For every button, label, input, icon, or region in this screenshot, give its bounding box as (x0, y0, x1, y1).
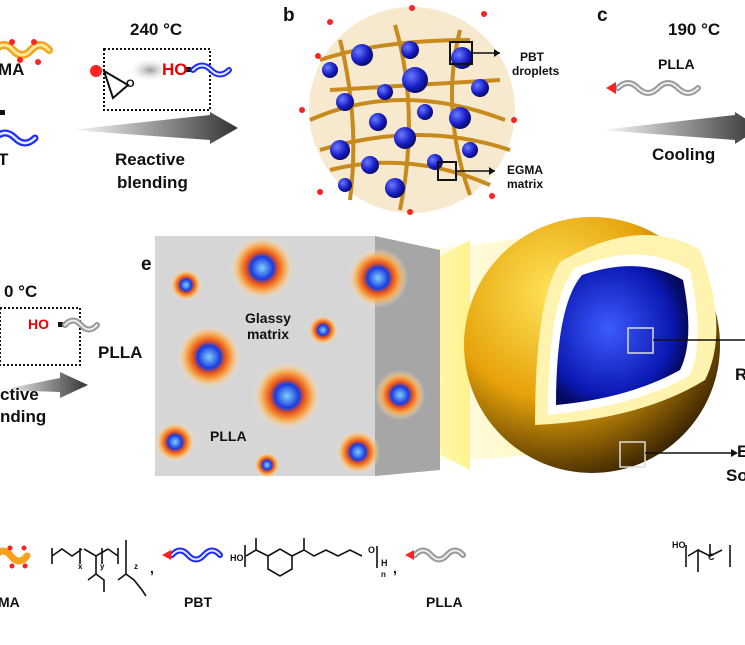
pbt-droplets-line1: PBT (520, 50, 544, 64)
temperature-190: 190 °C (668, 20, 721, 39)
blending-label-d: nding (0, 407, 47, 426)
core-shell-particle (464, 217, 745, 473)
panel-label-b: b (283, 5, 295, 26)
plla-label-d: PLLA (98, 343, 143, 362)
pbt-structure (244, 538, 378, 577)
plla-legend-icon (405, 547, 466, 563)
legend-plla-label: PLLA (426, 594, 463, 610)
cooling-arrow (600, 112, 745, 144)
reaction-box (103, 48, 211, 111)
pbt-label: T (0, 150, 9, 169)
shell-label-line2: So (726, 466, 745, 485)
plla-structure (685, 544, 731, 572)
subscript-z: z (134, 562, 138, 571)
egma-structure (51, 540, 147, 597)
reactive-label: Reactive (115, 150, 185, 169)
legend-pbt-label: PBT (184, 594, 212, 610)
legend-egma-label: MA (0, 594, 20, 610)
core-label: R (735, 365, 745, 384)
panel-label-e: e (141, 254, 152, 275)
glassy-line1: Glassy (245, 310, 291, 326)
epoxide-icon (102, 68, 130, 100)
reactive-label-d: ctive (0, 385, 39, 404)
plla-ho: HO (672, 540, 686, 550)
pbt-h: H (381, 558, 388, 568)
reactive-blending-arrow (70, 112, 238, 144)
plla-c: C (708, 552, 715, 562)
reactive-blending-arrow-2 (0, 372, 88, 398)
egma-label: MA (0, 60, 25, 79)
plla-label-e: PLLA (210, 428, 247, 444)
subscript-n: n (381, 570, 386, 579)
pbt-ho: HO (230, 553, 244, 563)
comma-1: , (150, 560, 154, 576)
egma-pbt-blend-network (299, 5, 517, 215)
temperature-240: 240 °C (130, 20, 183, 39)
subscript-x: x (78, 562, 83, 571)
pbt-droplets-line2: droplets (512, 64, 560, 78)
egma-matrix-line1: EGMA (507, 163, 543, 177)
blending-label: blending (117, 173, 188, 192)
epoxide-oxygen: O (126, 78, 135, 90)
plla-reactive-end-icon (606, 82, 616, 94)
egma-legend-icon (0, 545, 31, 569)
glassy-line2: matrix (246, 326, 290, 342)
temperature-d: 0 °C (4, 282, 38, 301)
egma-chain-icon (0, 39, 53, 65)
pbt-droplets (155, 236, 425, 478)
hydroxyl-label: HO (162, 60, 188, 79)
pbt-chain-icon (0, 129, 39, 147)
shell-label-line1: E (737, 442, 745, 461)
panel-label-c: c (597, 5, 608, 26)
subscript-y: y (100, 562, 105, 571)
egma-matrix-line2: matrix (506, 177, 544, 191)
pbt-legend-icon (162, 547, 223, 563)
hydroxyl-label-d: HO (28, 316, 49, 332)
comma-2: , (393, 560, 397, 576)
plla-label-c: PLLA (658, 56, 695, 72)
pbt-o: O (368, 545, 376, 555)
cooling-label: Cooling (652, 145, 716, 164)
